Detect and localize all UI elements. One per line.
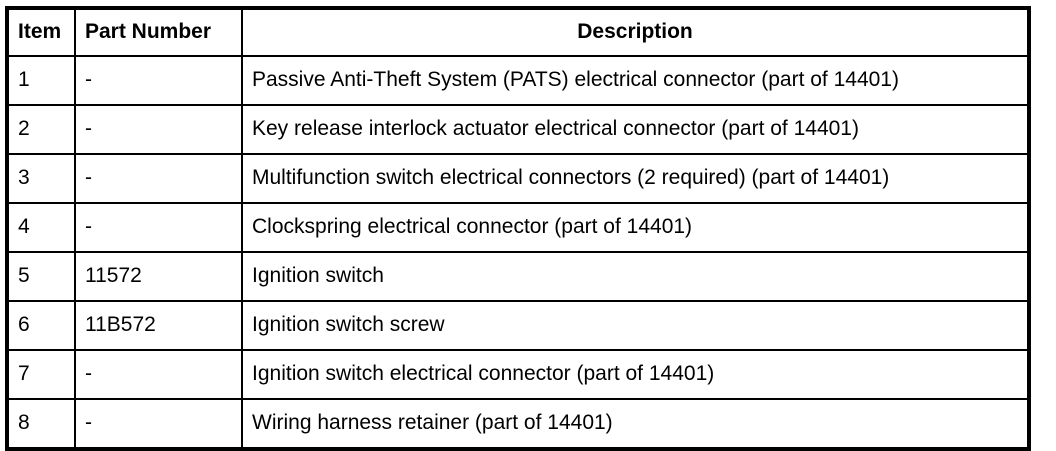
column-header-description: Description [241,8,1029,57]
cell-item: 3 [7,153,76,204]
cell-description: Clockspring electrical connector (part o… [241,202,1029,253]
table-header: Item Part Number Description [7,8,1029,57]
table-row: 8-Wiring harness retainer (part of 14401… [7,398,1029,449]
cell-item: 2 [7,104,76,155]
cell-part-number: 11B572 [74,300,243,351]
cell-part-number: - [74,398,243,449]
cell-description: Ignition switch screw [241,300,1029,351]
cell-description: Wiring harness retainer (part of 14401) [241,398,1029,449]
cell-item: 4 [7,202,76,253]
cell-part-number: - [74,153,243,204]
cell-description: Multifunction switch electrical connecto… [241,153,1029,204]
cell-description: Passive Anti-Theft System (PATS) electri… [241,55,1029,106]
cell-part-number: - [74,202,243,253]
cell-part-number: - [74,349,243,400]
cell-description: Key release interlock actuator electrica… [241,104,1029,155]
column-header-part-number: Part Number [74,8,243,57]
cell-description: Ignition switch electrical connector (pa… [241,349,1029,400]
cell-item: 5 [7,251,76,302]
parts-table: Item Part Number Description 1-Passive A… [5,6,1031,451]
table-body: 1-Passive Anti-Theft System (PATS) elect… [7,55,1029,449]
table-row: 7-Ignition switch electrical connector (… [7,349,1029,400]
cell-part-number: - [74,104,243,155]
column-header-item: Item [7,8,76,57]
table-row: 4-Clockspring electrical connector (part… [7,202,1029,253]
cell-description: Ignition switch [241,251,1029,302]
header-row: Item Part Number Description [7,8,1029,57]
cell-item: 1 [7,55,76,106]
cell-item: 8 [7,398,76,449]
cell-item: 6 [7,300,76,351]
table-row: 2-Key release interlock actuator electri… [7,104,1029,155]
cell-item: 7 [7,349,76,400]
cell-part-number: - [74,55,243,106]
table-row: 1-Passive Anti-Theft System (PATS) elect… [7,55,1029,106]
parts-table-container: Item Part Number Description 1-Passive A… [5,6,1031,451]
cell-part-number: 11572 [74,251,243,302]
table-row: 3-Multifunction switch electrical connec… [7,153,1029,204]
